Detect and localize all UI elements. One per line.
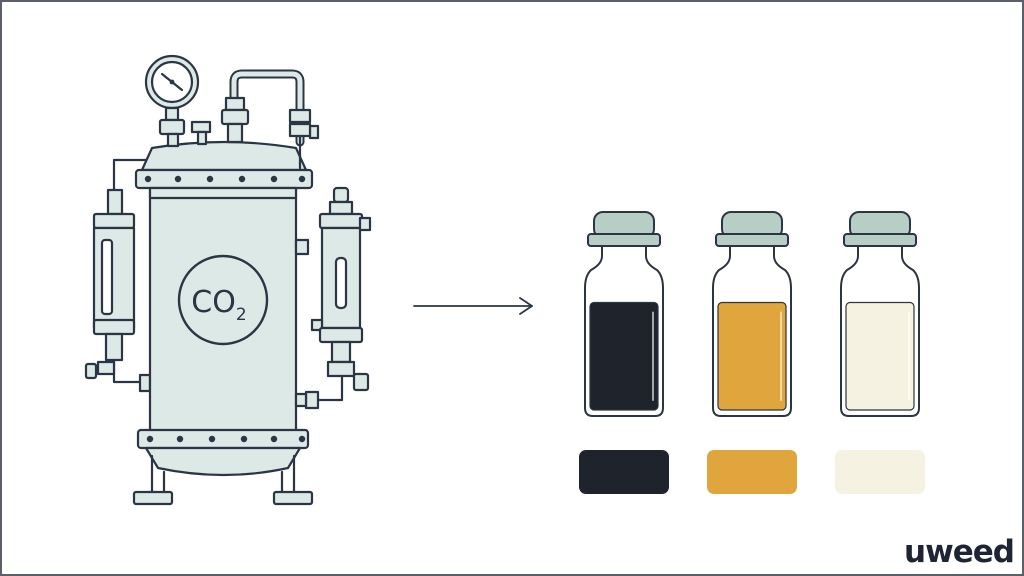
vessel-top-dome — [140, 140, 308, 172]
vial-dark — [584, 211, 664, 417]
vial-clear — [840, 211, 920, 417]
extraction-vessel — [84, 54, 372, 506]
vessel-bottom-dish — [144, 446, 302, 477]
brand-logo: uweed — [904, 534, 1015, 570]
vessel-legs — [132, 454, 314, 506]
pressure-gauge-icon — [144, 54, 200, 148]
left-filter-column — [84, 158, 154, 393]
co2-label-subscript: 2 — [236, 305, 247, 325]
extract-vials — [584, 211, 920, 417]
vial-liquid — [845, 301, 915, 411]
vial-cap-collar — [843, 233, 917, 247]
vial-liquid — [717, 301, 787, 411]
top-flange — [134, 168, 314, 190]
brand-logo-text: weed — [925, 534, 1015, 570]
vial-liquid — [589, 301, 659, 411]
bottom-flange — [136, 428, 310, 450]
color-swatches — [579, 450, 925, 494]
color-swatch-dark — [579, 450, 669, 494]
co2-label: CO2 — [191, 285, 246, 325]
brand-logo-mark-icon: u — [904, 534, 926, 570]
vial-cap-collar — [715, 233, 789, 247]
co2-badge — [177, 254, 269, 346]
top-valve — [190, 120, 212, 146]
vial-amber — [712, 211, 792, 417]
vial-cap-collar — [587, 233, 661, 247]
arrow-right-icon — [413, 297, 533, 315]
color-swatch-clear — [835, 450, 925, 494]
color-swatch-amber — [707, 450, 797, 494]
co2-label-main: CO — [191, 285, 236, 320]
right-sight-glass — [294, 186, 372, 410]
top-outlet-pipe — [220, 69, 320, 170]
